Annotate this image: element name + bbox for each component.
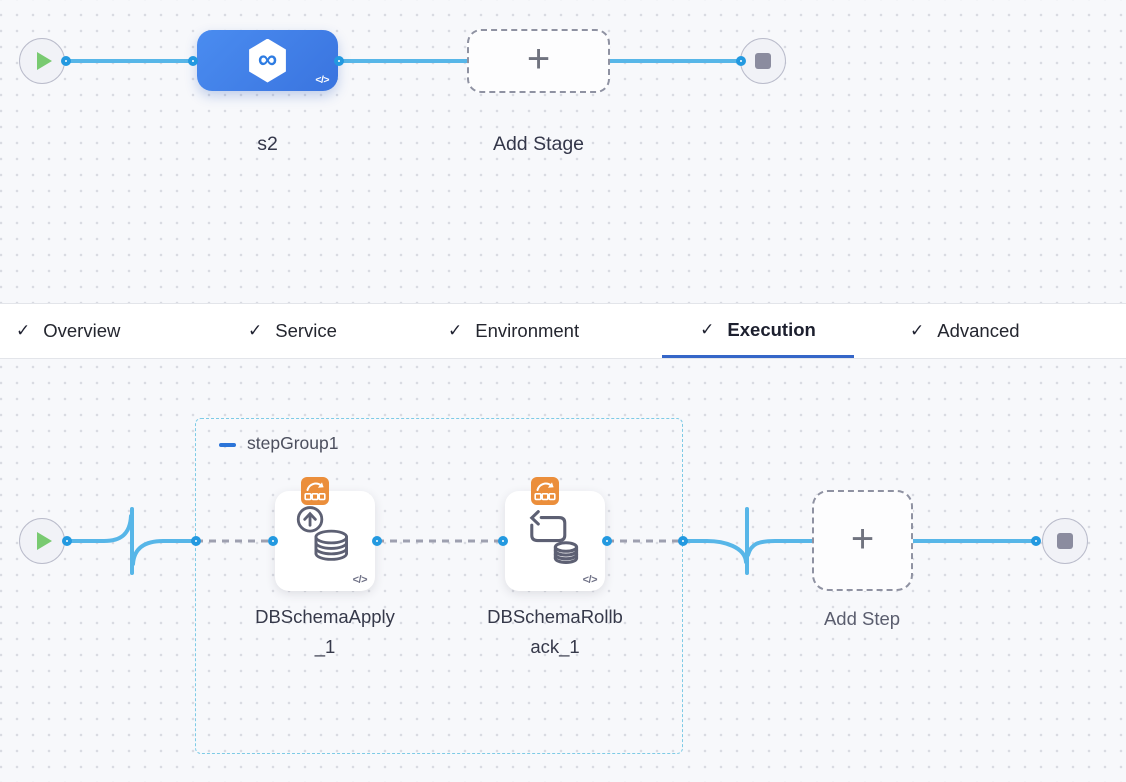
port-step2-in bbox=[498, 536, 508, 546]
add-step-label: Add Step bbox=[823, 608, 901, 629]
add-stage-button[interactable]: + bbox=[467, 29, 610, 93]
tab-label: Environment bbox=[475, 320, 580, 341]
port-step2-out bbox=[602, 536, 612, 546]
tab-advanced[interactable]: ✓ Advanced bbox=[910, 304, 1020, 358]
port-step1-out bbox=[372, 536, 382, 546]
port-step1-in bbox=[268, 536, 278, 546]
rollback-steps-badge-icon bbox=[301, 477, 329, 505]
code-icon: </> bbox=[352, 574, 368, 586]
step-card-dbschemaapply[interactable]: </> bbox=[275, 491, 375, 591]
db-schema-rollback-icon bbox=[529, 510, 579, 564]
plus-icon: + bbox=[526, 37, 551, 81]
step-group-title[interactable]: stepGroup1 bbox=[247, 433, 339, 453]
stage-name-label: s2 bbox=[257, 133, 278, 155]
play-icon bbox=[36, 532, 52, 550]
exec-start-node[interactable] bbox=[19, 518, 65, 564]
stage-node-s2[interactable]: ∞ </> bbox=[197, 30, 338, 91]
code-icon: </> bbox=[582, 574, 598, 586]
check-icon: ✓ bbox=[910, 321, 925, 340]
stop-icon bbox=[755, 53, 771, 69]
wire-junction-to-group bbox=[131, 539, 197, 566]
check-icon: ✓ bbox=[248, 321, 263, 340]
plus-icon: + bbox=[850, 516, 875, 561]
code-icon: </> bbox=[315, 74, 329, 86]
step-group-container[interactable]: stepGroup1 bbox=[195, 418, 683, 754]
port-start-out bbox=[61, 56, 71, 66]
wire-exec-start-left bbox=[65, 514, 133, 543]
wire-junction-to-addstep bbox=[746, 539, 814, 557]
check-icon: ✓ bbox=[448, 321, 463, 340]
rollback-steps-badge-icon bbox=[531, 477, 559, 505]
tab-overview[interactable]: ✓ Overview bbox=[16, 304, 120, 358]
tab-label: Execution bbox=[727, 318, 816, 340]
stop-icon bbox=[1057, 533, 1073, 549]
tab-label: Overview bbox=[43, 320, 121, 341]
check-icon: ✓ bbox=[16, 321, 31, 340]
tab-label: Service bbox=[275, 320, 337, 341]
port-stage-out bbox=[334, 56, 344, 66]
port-exec-end-in bbox=[1031, 536, 1041, 546]
port-group-out bbox=[678, 536, 688, 546]
play-icon bbox=[36, 52, 52, 70]
exec-end-node[interactable] bbox=[1042, 518, 1088, 564]
port-end-in bbox=[736, 56, 746, 66]
step-label-dbschemaapply: DBSchemaApply_1 bbox=[255, 606, 395, 657]
tab-environment[interactable]: ✓ Environment bbox=[448, 304, 579, 358]
db-schema-apply-icon bbox=[296, 506, 348, 561]
step-card-dbschemarollback[interactable]: </> bbox=[505, 491, 605, 591]
port-stage-in bbox=[188, 56, 198, 66]
add-step-button[interactable]: + bbox=[812, 490, 913, 591]
stage-config-tabbar: ✓ Overview ✓ Service ✓ Environment ✓ Exe… bbox=[0, 303, 1126, 359]
port-group-in bbox=[191, 536, 201, 546]
step-label-dbschemarollback: DBSchemaRollback_1 bbox=[487, 606, 623, 657]
collapse-minus-icon[interactable] bbox=[219, 443, 236, 447]
tab-execution[interactable]: ✓ Execution bbox=[662, 304, 854, 358]
wire-group-to-junction bbox=[681, 539, 748, 564]
check-icon: ✓ bbox=[700, 319, 715, 339]
tab-service[interactable]: ✓ Service bbox=[248, 304, 337, 358]
add-stage-label: Add Stage bbox=[492, 133, 585, 155]
tab-label: Advanced bbox=[937, 320, 1020, 341]
port-exec-start-out bbox=[62, 536, 72, 546]
infinity-glyph: ∞ bbox=[257, 44, 278, 74]
stage-end-node[interactable] bbox=[740, 38, 786, 84]
harness-hexagon-icon: ∞ bbox=[249, 38, 286, 83]
stage-start-node[interactable] bbox=[19, 38, 65, 84]
